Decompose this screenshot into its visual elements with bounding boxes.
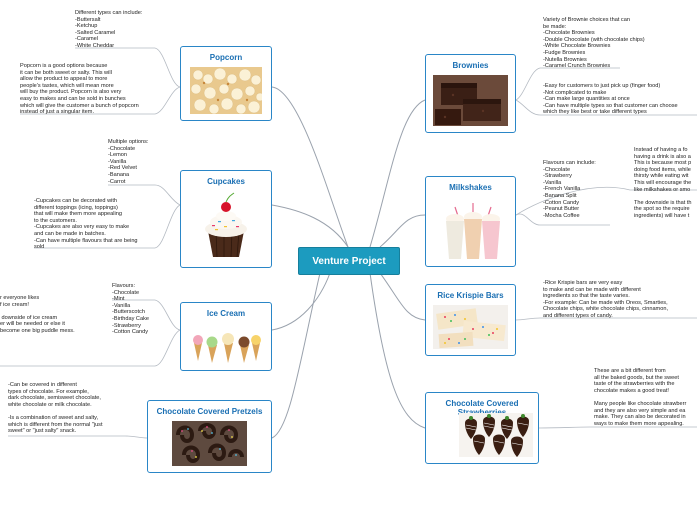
topic-milkshakes[interactable]: Milkshakes: [425, 176, 516, 267]
topic-chocolate-covered-pretzels[interactable]: Chocolate Covered Pretzels: [147, 400, 272, 473]
topic-brownies-title: Brownies: [452, 61, 489, 70]
popcorn-types-note: Different types can include: -Buttersalt…: [75, 10, 143, 49]
topic-strawberries-title: Chocolate Covered Strawberries: [445, 399, 519, 417]
milkshake-flavours-note: Flavours can include: -Chocolate -Strawb…: [543, 160, 596, 219]
ice-cream-image: [188, 323, 264, 364]
cupcake-description-note: -Cupcakes can be decorated with differen…: [34, 198, 138, 251]
brownies-image: [433, 75, 508, 126]
ice-cream-description-note: r everyone likes f ice cream! downside o…: [0, 295, 75, 334]
pretzels-description-note: -Can be covered in different types of ch…: [8, 382, 103, 435]
strawberries-image: [459, 413, 533, 457]
rice-krispie-image: [433, 305, 508, 349]
ice-cream-flavours-note: Flavours: -Chocolate -Mint -Vanilla -But…: [112, 283, 149, 336]
cupcake-image: [188, 191, 264, 261]
topic-brownies[interactable]: Brownies: [425, 54, 516, 133]
rice-krispie-description-note: -Rice Krispie bars are very easy to make…: [543, 280, 668, 319]
strawberries-description-note: These are a bit different from all the b…: [594, 368, 687, 427]
topic-rice-krispie-bars[interactable]: Rice Krispie Bars: [425, 284, 516, 356]
popcorn-description-note: Popcorn is a good options because it can…: [20, 63, 139, 116]
cupcake-options-note: Multiple options: -Chocolate -Lemon -Van…: [108, 139, 149, 185]
brownie-description-note: -Easy for customers to just pick up (fin…: [543, 83, 678, 116]
topic-popcorn[interactable]: Popcorn: [180, 46, 272, 121]
topic-milkshakes-title: Milkshakes: [449, 183, 492, 192]
topic-ice-cream[interactable]: Ice Cream: [180, 302, 272, 371]
topic-cupcakes[interactable]: Cupcakes: [180, 170, 272, 268]
topic-pretzels-title: Chocolate Covered Pretzels: [156, 407, 263, 416]
topic-ice-cream-title: Ice Cream: [206, 309, 246, 318]
topic-rice-krispie-title: Rice Krispie Bars: [437, 291, 504, 300]
topic-chocolate-covered-strawberries[interactable]: Chocolate Covered Strawberries: [425, 392, 539, 464]
topic-popcorn-title: Popcorn: [209, 53, 243, 62]
popcorn-image: [190, 67, 262, 114]
central-topic-venture-project[interactable]: Venture Project: [298, 247, 400, 275]
topic-cupcakes-title: Cupcakes: [207, 177, 245, 186]
central-topic-label: Venture Project: [312, 255, 386, 267]
milkshakes-image: [433, 197, 508, 260]
brownie-types-note: Variety of Brownie choices that can be m…: [543, 17, 645, 70]
pretzels-image: [172, 421, 247, 466]
milkshake-description-note: Instead of having a fo having a drink is…: [634, 147, 692, 219]
